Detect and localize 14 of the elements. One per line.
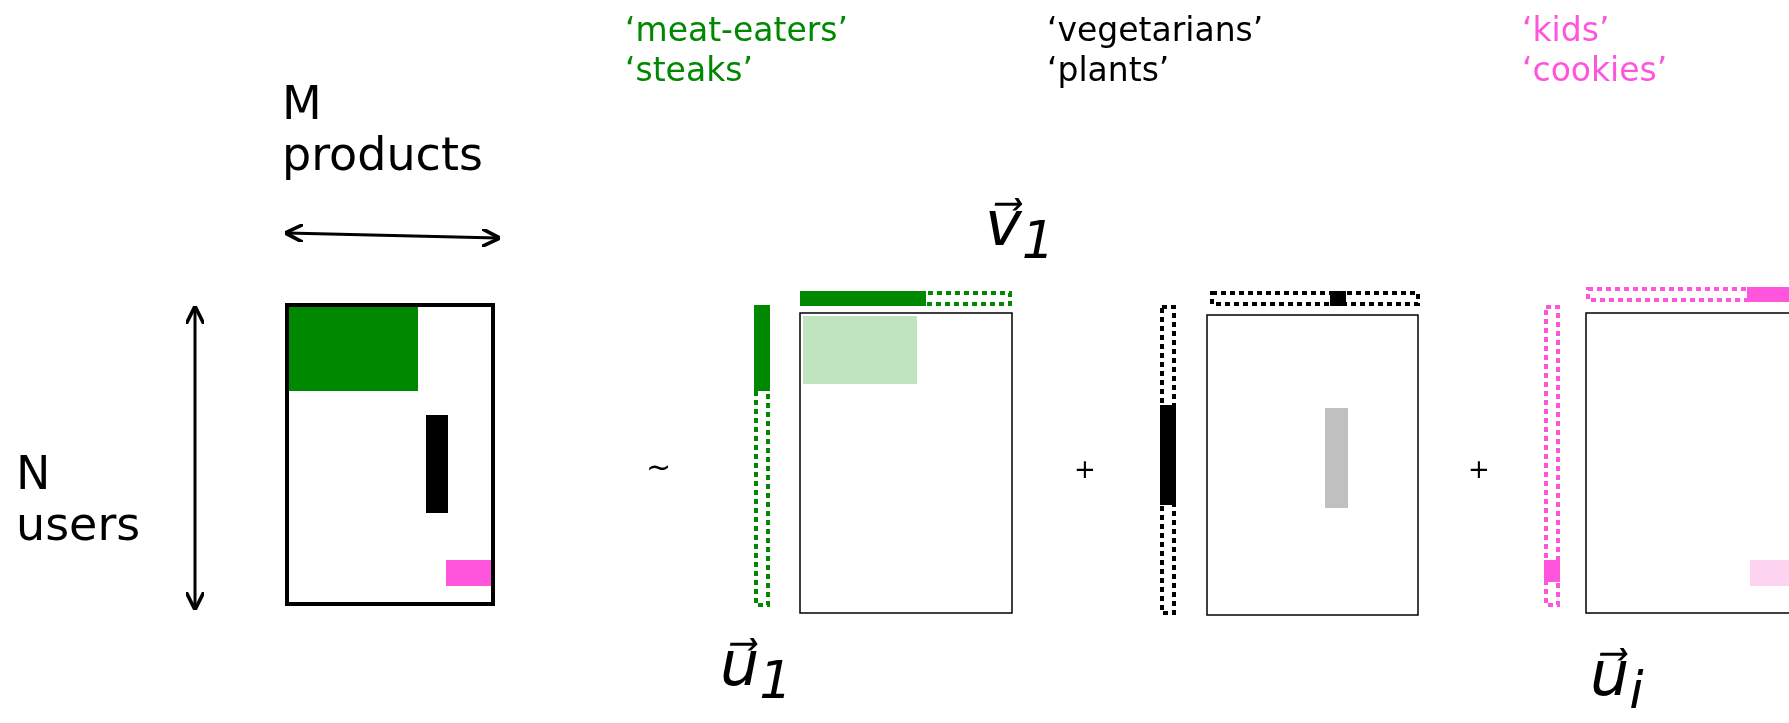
category-label: ‘vegetarians’	[1047, 12, 1264, 49]
vector-symbol: v⃗$_{1}$	[985, 190, 1055, 270]
axis-label: M products	[282, 78, 484, 180]
category-label: ‘cookies’	[1522, 52, 1668, 89]
plus-sign: +	[1074, 455, 1096, 484]
category-label: ‘meat-eaters’	[625, 12, 849, 49]
vector-symbol: u⃗$_{1}$	[720, 630, 793, 710]
approx-sign: ~	[646, 450, 672, 483]
plus-sign: +	[1468, 455, 1490, 484]
category-label: ‘plants’	[1047, 52, 1170, 89]
category-label: ‘kids’	[1522, 12, 1610, 49]
vector-symbol: u⃗$_{i}$	[1590, 640, 1644, 720]
axis-label: N users	[16, 448, 142, 550]
category-label: ‘steaks’	[625, 52, 753, 89]
